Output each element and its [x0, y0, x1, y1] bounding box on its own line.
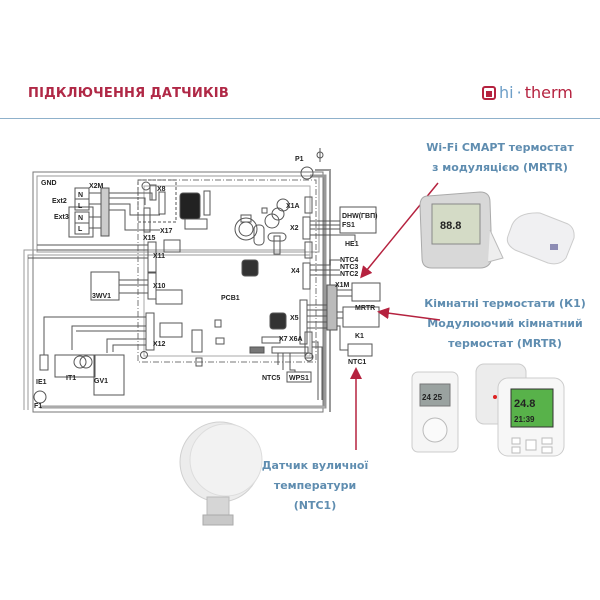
label-ntc2: NTC2: [340, 271, 358, 278]
label-pcb1: PCB1: [221, 295, 240, 302]
x8-connector: [149, 184, 157, 201]
label-ext3-n: N: [78, 215, 83, 222]
label-it1: IT1: [66, 375, 76, 382]
room-display-time: 21:39: [514, 415, 535, 424]
label-gv1: GV1: [94, 378, 108, 385]
label-x5: X5: [290, 315, 299, 322]
label-ext2: Ext2: [52, 198, 67, 205]
microcontroller: [241, 259, 259, 277]
dhw-box: [339, 206, 377, 234]
page-title: ПІДКЛЮЧЕННЯ ДАТЧИКІВ: [28, 86, 229, 101]
x2m-terminal: [100, 187, 110, 237]
label-x7: X7: [279, 336, 288, 343]
modulating-thermostat-image: 24.8 21:39: [497, 377, 565, 457]
house-icon: [482, 85, 496, 100]
label-x1a: X1A: [286, 203, 300, 210]
label-dhw: DHW(ГВП): [342, 213, 377, 220]
label-3wv1: 3WV1: [92, 293, 111, 300]
logo-hi: hi: [499, 83, 514, 102]
label-x12: X12: [153, 341, 166, 348]
label-f1: F1: [34, 403, 42, 410]
logo-separator: ·: [516, 83, 522, 102]
3wv1-box: [90, 271, 120, 301]
label-ntc1: NTC1: [348, 359, 366, 366]
arrow-room-to-k1: [377, 307, 441, 321]
room-display-temp: 24.8: [514, 398, 535, 410]
label-x1m: X1M: [335, 282, 350, 289]
it1-box: [54, 354, 96, 378]
label-x2m: X2M: [89, 183, 104, 190]
label-x4: X4: [291, 268, 300, 275]
label-ntc3: NTC3: [340, 264, 358, 271]
label-ntc4: NTC4: [340, 257, 358, 264]
caption-wifi-thermostat: Wi-Fi СМАРТ термостат з модуляцією (MRTR…: [400, 138, 600, 178]
transformer: [179, 192, 201, 220]
x17-fuse: [158, 191, 166, 215]
wifi-thermostat-image: 88.8: [419, 191, 504, 269]
label-ie1: IE1: [36, 379, 47, 386]
label-wps1: WPS1: [289, 375, 309, 382]
label-ext3: Ext3: [54, 214, 69, 221]
label-k1: K1: [355, 333, 364, 340]
caption-room-line1: Кімнатні термостати (К1): [424, 297, 586, 310]
mrtr-box: [351, 282, 381, 302]
outer-frame: [32, 171, 324, 413]
pcb-border: [137, 179, 317, 363]
caption-outdoor-sensor: Датчик вуличної температури (NTC1): [255, 456, 375, 516]
label-fs1: FS1: [342, 222, 355, 229]
label-x2: X2: [290, 225, 299, 232]
label-x8: X8: [157, 186, 166, 193]
label-ntc5: NTC5: [262, 375, 280, 382]
x7-connector: [271, 346, 309, 354]
logo-therm: therm: [524, 83, 573, 102]
wifi-receiver-image: [506, 212, 575, 265]
gv1-box: [93, 354, 125, 396]
header-divider: [0, 118, 600, 119]
label-x6a: X6A: [289, 336, 303, 343]
ntc1-box: [347, 343, 373, 357]
x1a-connector: [304, 196, 313, 214]
caption-outdoor-line2: температури (NTC1): [273, 479, 357, 512]
caption-room-thermostats: Кімнатні термостати (К1) Модулюючий кімн…: [410, 294, 600, 354]
label-he1: HE1: [345, 241, 359, 248]
caption-wifi-line2: з модуляцією (MRTR): [432, 161, 568, 174]
label-x15: X15: [143, 235, 156, 242]
x15-connector: [143, 207, 151, 233]
x2-connector: [302, 216, 311, 240]
label-x17: X17: [160, 228, 173, 235]
brand-logo: hi · therm: [482, 83, 573, 102]
x4-connector: [302, 262, 311, 290]
x1m-terminal: [326, 284, 338, 331]
capacitor-large: [234, 217, 258, 241]
dial-thermostat-image: 24 25: [411, 371, 459, 453]
wps1-box: [286, 371, 312, 383]
x10-connector: [147, 272, 157, 300]
ie1-electrode: [39, 354, 49, 371]
x11-connector: [147, 241, 157, 273]
p1-pump: [300, 166, 314, 180]
x6a-connector: [304, 331, 313, 359]
dial-display-value: 24 25: [422, 393, 443, 402]
label-x10: X10: [153, 283, 166, 290]
label-mrtr: MRTR: [355, 305, 375, 312]
caption-room-line2: Модулюючий кімнатний: [427, 317, 583, 330]
outdoor-sensor-image: [179, 421, 263, 526]
label-ext2-l: L: [78, 203, 83, 210]
wifi-lcd: [431, 203, 481, 245]
microcontroller-2: [269, 312, 287, 330]
wifi-display-value: 88.8: [440, 220, 461, 232]
label-ext3-l: L: [78, 226, 83, 233]
caption-room-line3: термостат (MRTR): [448, 337, 562, 350]
label-ext2-n: N: [78, 192, 83, 199]
label-x11: X11: [153, 253, 165, 260]
caption-outdoor-line1: Датчик вуличної: [261, 459, 369, 472]
label-p1: P1: [295, 156, 304, 163]
caption-wifi-line1: Wi-Fi СМАРТ термостат: [426, 141, 574, 154]
label-gnd: GND: [41, 180, 57, 187]
f1-fan: [33, 390, 47, 404]
